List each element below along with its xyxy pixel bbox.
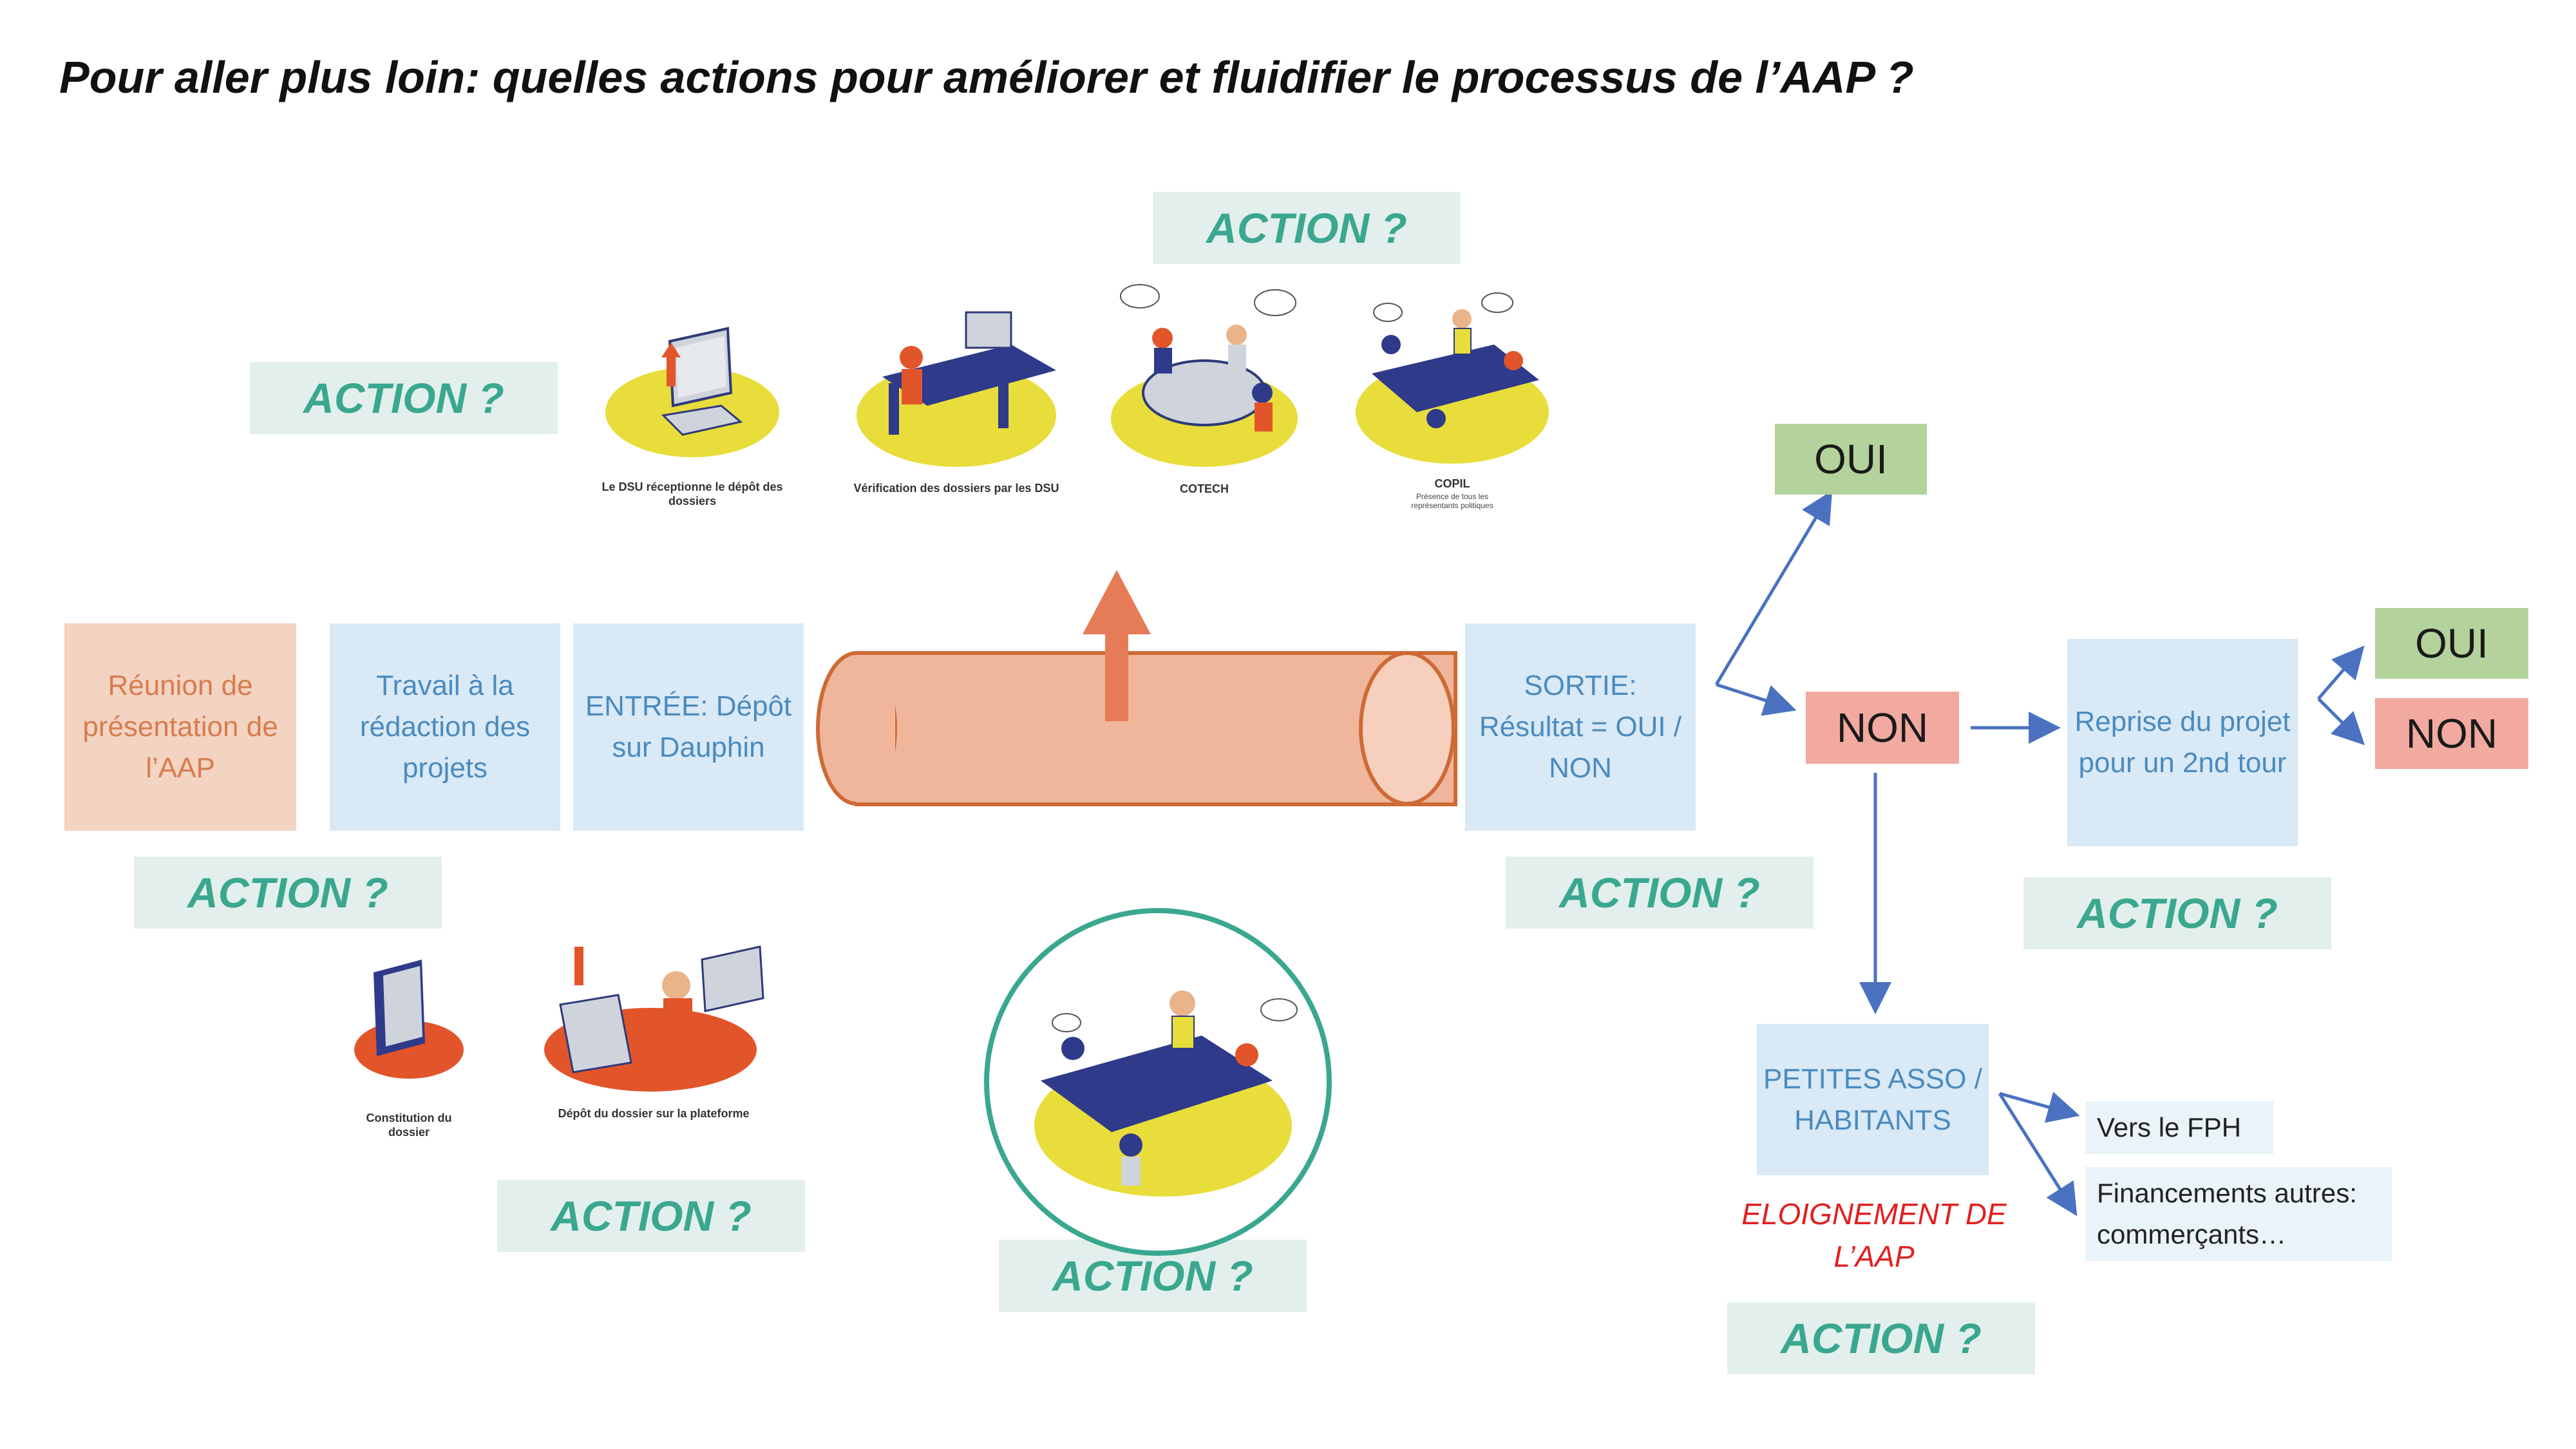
long-table-meeting-icon bbox=[1356, 292, 1549, 464]
step-petites-asso: PETITES ASSO / HABITANTS bbox=[1757, 1024, 1989, 1175]
action-box-depot: ACTION ? bbox=[497, 1180, 805, 1252]
decision-non-mid: NON bbox=[1806, 692, 1959, 764]
computer-desk-icon bbox=[605, 327, 779, 457]
pipeline-cylinder bbox=[816, 651, 1457, 806]
action-box-sortie: ACTION ? bbox=[1506, 857, 1814, 929]
round-table-meeting-icon bbox=[1111, 284, 1298, 467]
eloignement-label: ELOIGNEMENT DE L’AAP bbox=[1741, 1197, 2007, 1273]
illustration-verification: Vérification des dossiers par les DSU bbox=[850, 299, 1063, 518]
action-box-petites: ACTION ? bbox=[1727, 1302, 2035, 1374]
step-reunion: Réunion de présentation de l’AAP bbox=[64, 623, 296, 831]
illustration-dsu-reception: Le DSU réceptionne le dépôt des dossiers bbox=[599, 303, 786, 515]
caption-cotech: COTECH bbox=[1180, 482, 1229, 495]
illustration-depot: Dépôt du dossier sur la plateforme bbox=[535, 934, 773, 1153]
action-box-reunion: ACTION ? bbox=[134, 857, 442, 929]
caption-constitution: Constitution du dossier bbox=[366, 1112, 452, 1139]
step-travail: Travail à la rédaction des projets bbox=[330, 623, 560, 831]
action-box-top: ACTION ? bbox=[1153, 192, 1461, 264]
caption-copil-sub: Présence de tous les représentants polit… bbox=[1411, 492, 1493, 510]
illustration-constitution: Constitution du dossier bbox=[348, 953, 470, 1146]
action-box-upper-left: ACTION ? bbox=[250, 362, 558, 434]
step-reprise: Reprise du projet pour un 2nd tour bbox=[2067, 639, 2298, 846]
illustration-cotech: COTECH bbox=[1101, 277, 1307, 509]
computer-upload-icon bbox=[544, 945, 764, 1092]
desk-worker-icon bbox=[857, 311, 1056, 467]
up-arrow-icon bbox=[1083, 570, 1151, 721]
decision-oui-top: OUI bbox=[1775, 424, 1927, 495]
step-entree: ENTRÉE: Dépôt sur Dauphin bbox=[573, 623, 804, 831]
caption-verification: Vérification des dossiers par les DSU bbox=[853, 482, 1059, 495]
action-box-reprise: ACTION ? bbox=[2023, 877, 2331, 949]
caption-copil: COPIL bbox=[1434, 477, 1470, 490]
decision-oui-right: OUI bbox=[2375, 608, 2528, 679]
page-title: Pour aller plus loin: quelles actions po… bbox=[59, 52, 1914, 102]
decision-non-right: NON bbox=[2375, 698, 2528, 769]
outcome-financements: Financements autres: commerçants… bbox=[2085, 1167, 2392, 1261]
outcome-fph: Vers le FPH bbox=[2085, 1101, 2273, 1154]
caption-dsu-reception: Le DSU réceptionne le dépôt des dossiers bbox=[601, 480, 783, 507]
illustration-meeting-circle bbox=[984, 908, 1332, 1256]
caption-depot: Dépôt du dossier sur la plateforme bbox=[558, 1107, 750, 1120]
step-sortie: SORTIE: Résultat = OUI / NON bbox=[1465, 623, 1696, 831]
folder-icon bbox=[354, 960, 464, 1079]
illustration-copil: COPIL Présence de tous les représentants… bbox=[1352, 283, 1552, 528]
team-meeting-icon bbox=[1034, 990, 1298, 1197]
